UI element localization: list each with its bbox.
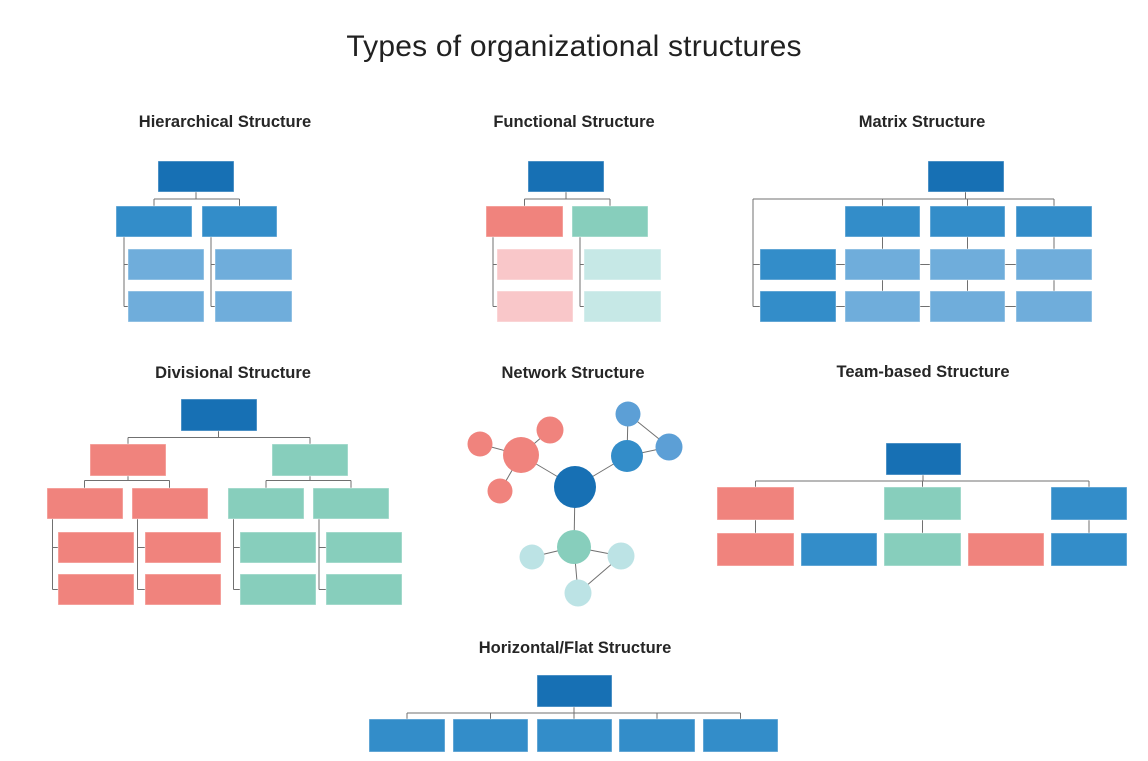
team-org-box (800, 532, 878, 567)
panel-title-functional: Functional Structure (493, 113, 655, 131)
matrix-org-box (759, 290, 837, 323)
divisional-org-box (144, 531, 222, 564)
team-org-box (716, 532, 795, 567)
divisional-org-box (239, 531, 317, 564)
matrix-org-box (929, 248, 1006, 281)
panel-matrix-diagram (752, 160, 1093, 323)
team-org-box (967, 532, 1045, 567)
panel-title-team-based: Team-based Structure (836, 363, 1010, 381)
functional-org-box (583, 248, 662, 281)
network-node-teal-left (519, 544, 545, 570)
team-org-box (1050, 486, 1128, 521)
network-node-center (554, 466, 596, 508)
flat-org-box (702, 718, 779, 753)
panel-title-network: Network Structure (501, 364, 645, 382)
divisional-org-box (325, 573, 403, 606)
network-node-teal-bottom (564, 579, 592, 607)
network-node-teal-hub (557, 530, 591, 564)
team-org-box (1050, 532, 1128, 567)
team-org-box (885, 442, 962, 476)
functional-org-box (571, 205, 649, 238)
panel-title-hierarchical: Hierarchical Structure (138, 113, 312, 131)
team-org-box (883, 532, 962, 567)
network-node-blue-top (615, 401, 641, 427)
hierarchical-org-box (115, 205, 193, 238)
panel-title-divisional: Divisional Structure (155, 364, 311, 382)
matrix-org-box (1015, 290, 1093, 323)
network-node-blue-hub (611, 440, 643, 472)
network-node-salmon-hub (503, 437, 539, 473)
panel-divisional-diagram (46, 398, 403, 606)
panel-title-matrix: Matrix Structure (858, 113, 986, 131)
flat-org-box (536, 674, 613, 708)
matrix-org-box (1015, 248, 1093, 281)
divisional-org-box (325, 531, 403, 564)
matrix-org-box (844, 205, 921, 238)
matrix-org-box (929, 290, 1006, 323)
flat-org-box (536, 718, 613, 753)
functional-org-box (496, 248, 574, 281)
divisional-org-box (180, 398, 258, 432)
panel-hierarchical-diagram (115, 160, 293, 323)
hierarchical-org-box (157, 160, 235, 193)
functional-org-box (527, 160, 605, 193)
hierarchical-org-box (127, 290, 205, 323)
divisional-org-box (312, 487, 390, 520)
functional-org-box (583, 290, 662, 323)
flat-org-box (368, 718, 446, 753)
divisional-org-box (57, 531, 135, 564)
hierarchical-org-box (201, 205, 278, 238)
hierarchical-org-box (214, 290, 293, 323)
hierarchical-org-box (127, 248, 205, 281)
functional-org-box (485, 205, 564, 238)
matrix-org-box (844, 248, 921, 281)
network-node-salmon-bottom (487, 478, 513, 504)
panel-title-horizontal-flat: Horizontal/Flat Structure (478, 639, 672, 657)
network-node-blue-right (655, 433, 683, 461)
network-node-teal-right (607, 542, 635, 570)
divisional-org-box (239, 573, 317, 606)
team-org-box (883, 486, 962, 521)
flat-org-box (618, 718, 696, 753)
page-title: Types of organizational structures (346, 30, 802, 63)
matrix-org-box (927, 160, 1005, 193)
matrix-org-box (1015, 205, 1093, 238)
network-node-salmon-top (536, 416, 564, 444)
divisional-org-box (271, 443, 349, 477)
panel-team-diagram (716, 442, 1128, 567)
functional-org-box (496, 290, 574, 323)
divisional-org-box (46, 487, 124, 520)
flat-org-box (452, 718, 529, 753)
divisional-org-box (89, 443, 167, 477)
divisional-org-box (144, 573, 222, 606)
panel-flat-diagram (368, 674, 779, 753)
panel-functional-diagram (485, 160, 662, 323)
team-org-box (716, 486, 795, 521)
panel-network-diagram (467, 401, 683, 607)
divisional-org-box (227, 487, 305, 520)
hierarchical-org-box (214, 248, 293, 281)
matrix-org-box (844, 290, 921, 323)
network-node-salmon-left (467, 431, 493, 457)
matrix-org-box (759, 248, 837, 281)
divisional-org-box (131, 487, 209, 520)
divisional-org-box (57, 573, 135, 606)
matrix-org-box (929, 205, 1006, 238)
